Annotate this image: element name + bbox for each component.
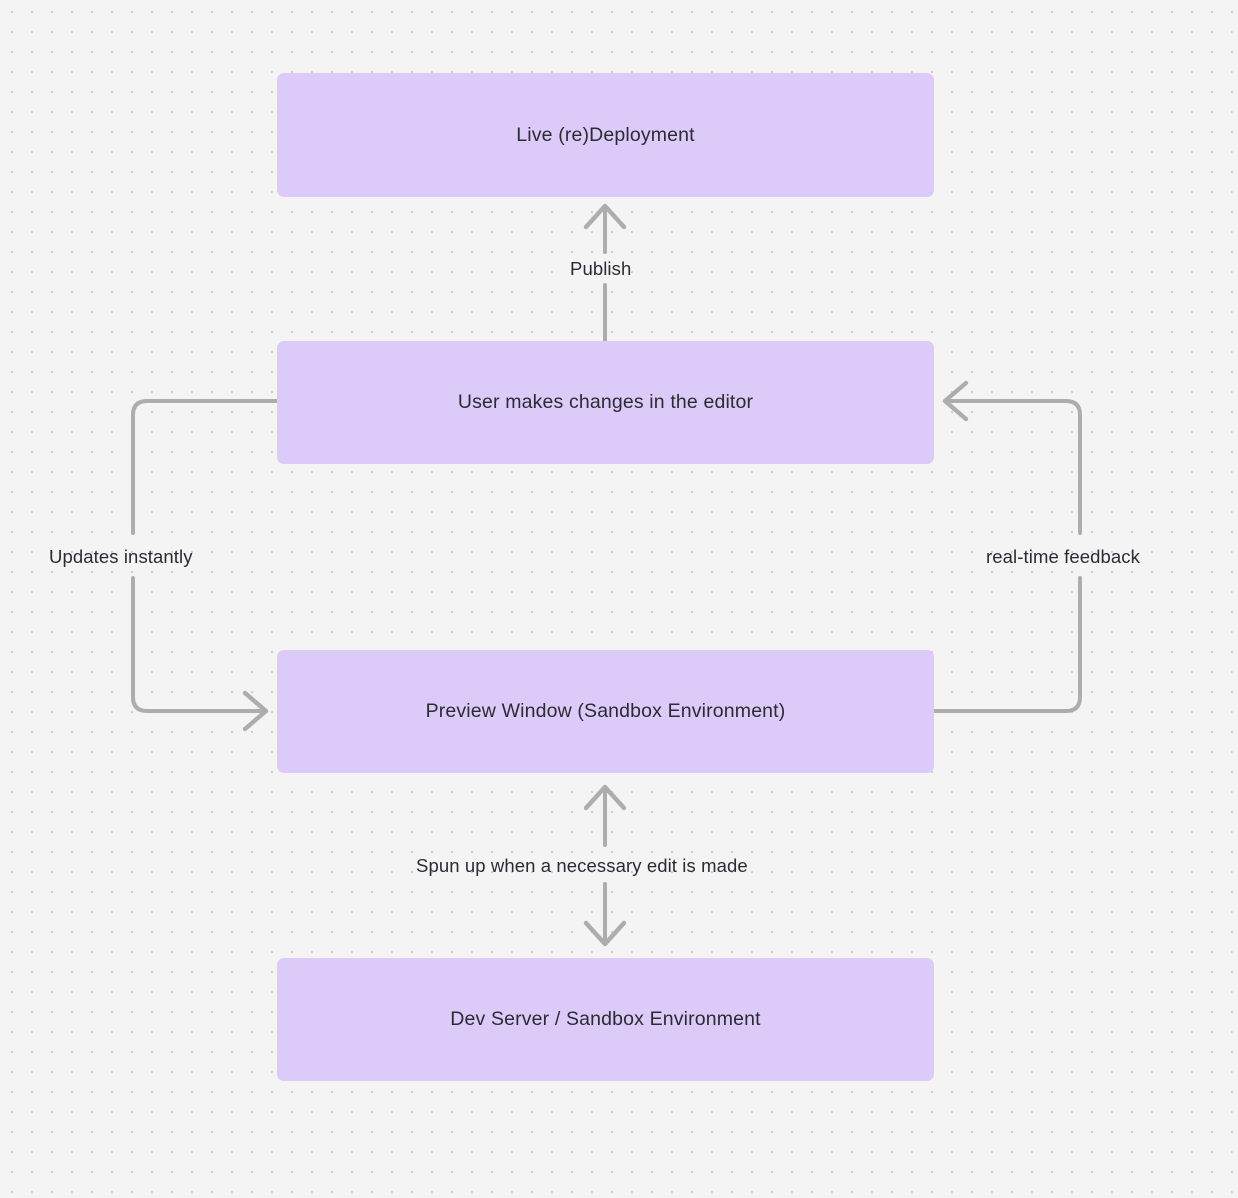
node-label: Dev Server / Sandbox Environment — [450, 1008, 761, 1031]
edge-label-publish: Publish — [570, 258, 632, 279]
node-preview-window[interactable]: Preview Window (Sandbox Environment) — [277, 650, 934, 773]
edge-label-real-time-feedback: real-time feedback — [986, 546, 1140, 567]
node-label: User makes changes in the editor — [457, 391, 754, 414]
edge-spunup-down-arrowhead — [583, 920, 627, 947]
edge-label-updates-instantly: Updates instantly — [49, 546, 193, 567]
edge-label-spun-up: Spun up when a necessary edit is made — [416, 855, 748, 876]
edge-updates-upper-segment — [131, 399, 279, 535]
edge-realtime-upper-segment — [948, 399, 1082, 535]
node-dev-server[interactable]: Dev Server / Sandbox Environment — [277, 958, 934, 1081]
node-user-makes-changes[interactable]: User makes changes in the editor — [277, 341, 934, 464]
edge-publish-arrowhead — [583, 203, 627, 230]
edge-spunup-up-arrowhead — [583, 784, 627, 811]
node-label: Live (re)Deployment — [516, 123, 695, 146]
node-label: Preview Window (Sandbox Environment) — [425, 700, 786, 723]
edge-realtime-lower-segment — [932, 576, 1082, 713]
node-live-redeployment[interactable]: Live (re)Deployment — [277, 73, 934, 197]
edge-realtime-arrowhead — [942, 380, 969, 422]
edge-updates-lower-segment — [131, 576, 264, 713]
edge-updates-arrowhead — [242, 690, 269, 732]
